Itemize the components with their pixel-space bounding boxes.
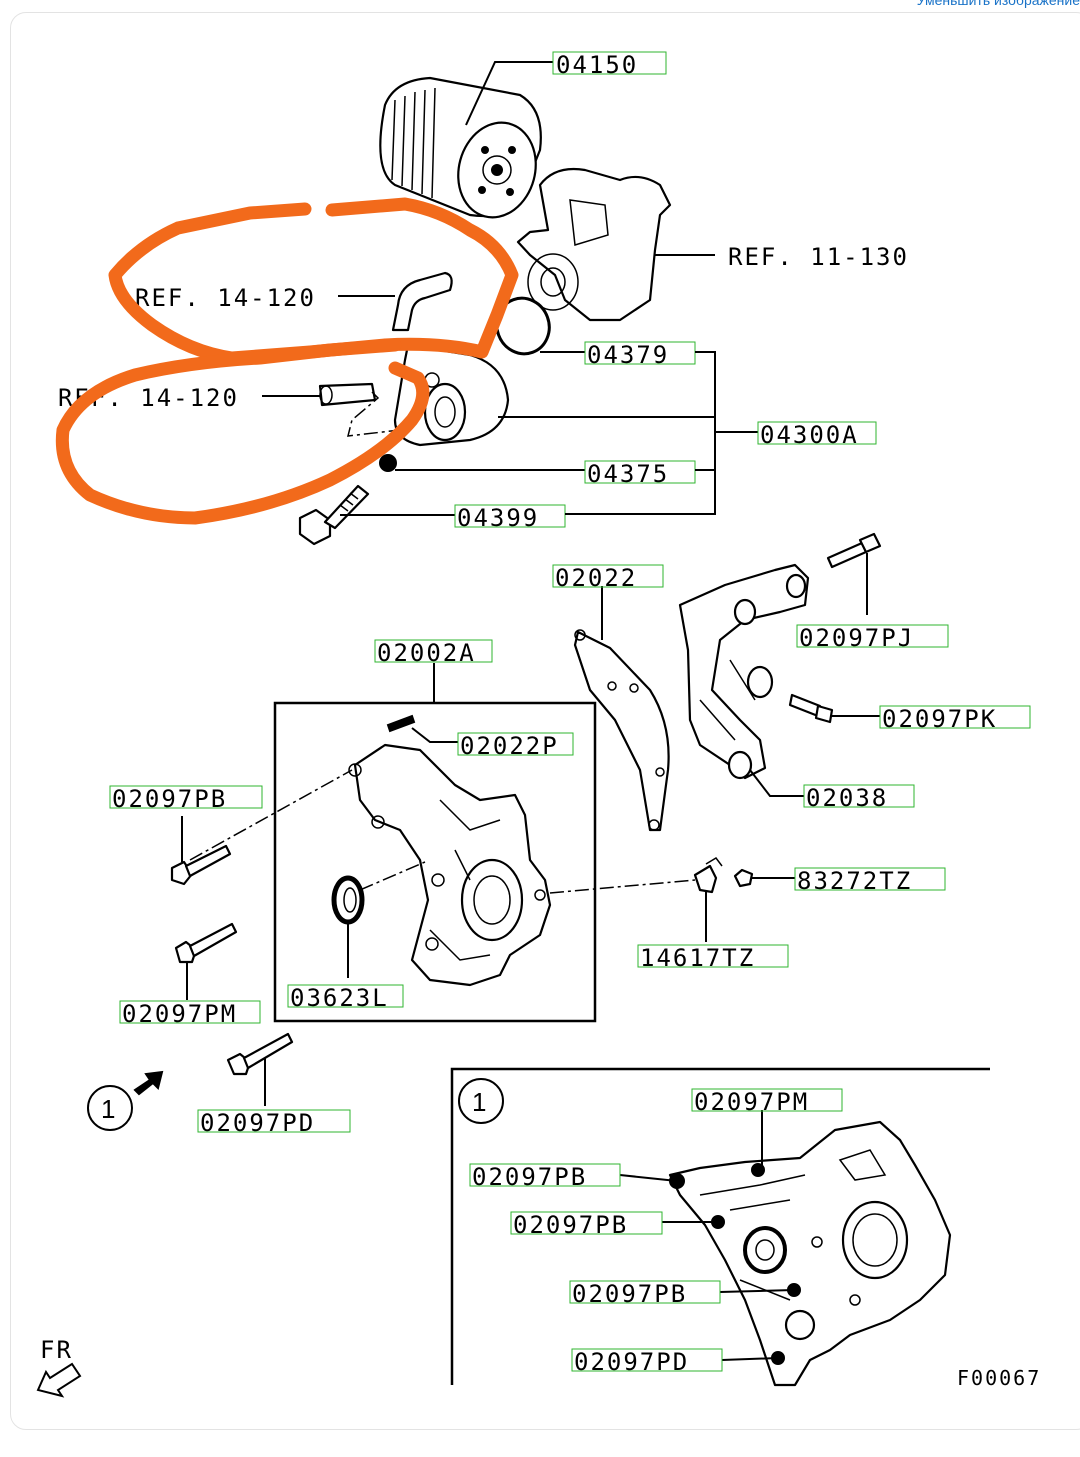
sensor-14617TZ[interactable] <box>693 857 723 894</box>
callout-04150[interactable]: 04150 <box>556 51 638 79</box>
pin-02022P[interactable] <box>386 714 416 733</box>
detail-view-frame <box>450 1067 990 1385</box>
bolt-02097PJ[interactable] <box>826 532 882 569</box>
oil-pump-02002A[interactable] <box>348 743 552 987</box>
callout-04399[interactable]: 04399 <box>457 504 539 532</box>
callout-04375[interactable]: 04375 <box>587 460 669 488</box>
callout-02002A[interactable]: 02002A <box>377 639 476 667</box>
front-direction-indicator: FR <box>36 1336 82 1398</box>
ref-11-130[interactable]: REF. 11-130 <box>728 243 909 271</box>
detail-callout-02097PM[interactable]: 02097PM <box>694 1088 809 1116</box>
callout-14617TZ[interactable]: 14617TZ <box>640 944 755 972</box>
callout-04379[interactable]: 04379 <box>587 341 669 369</box>
bolt-02097PB[interactable] <box>170 844 232 886</box>
bolt-02097PK[interactable] <box>788 693 834 724</box>
callout-03623L[interactable]: 03623L <box>290 984 389 1012</box>
detail-callout-02097PD[interactable]: 02097PD <box>574 1348 689 1376</box>
callout-02097PB[interactable]: 02097PB <box>112 785 227 813</box>
bracket-02038[interactable] <box>678 563 810 780</box>
coolant-hose-upper <box>391 271 453 332</box>
detail-callout-02097PB-3[interactable]: 02097PB <box>572 1280 687 1308</box>
washer-04375[interactable] <box>379 454 397 472</box>
callout-04300A[interactable]: 04300A <box>760 421 859 449</box>
oil-pump-rear-view[interactable] <box>668 1120 952 1387</box>
view-marker-1[interactable]: 1 <box>87 1070 164 1131</box>
detail-callout-02097PB-2[interactable]: 02097PB <box>513 1211 628 1239</box>
callout-02097PK[interactable]: 02097PK <box>882 705 997 733</box>
callout-02097PM[interactable]: 02097PM <box>122 1000 237 1028</box>
callout-83272TZ[interactable]: 83272TZ <box>797 867 912 895</box>
callout-02038[interactable]: 02038 <box>806 784 888 812</box>
plug-83272TZ[interactable] <box>733 868 754 888</box>
oil-filter-bracket[interactable] <box>516 167 672 322</box>
gasket-02022[interactable] <box>573 629 670 832</box>
figure-code: F00067 <box>957 1366 1041 1390</box>
bolt-02097PM[interactable] <box>174 922 238 964</box>
o-ring-04379[interactable] <box>489 291 557 361</box>
orange-annotation-lower <box>55 338 430 525</box>
svg-text:FR: FR <box>40 1336 73 1364</box>
callout-02022[interactable]: 02022 <box>555 564 637 592</box>
svg-text:1: 1 <box>101 1094 115 1124</box>
callout-02097PJ[interactable]: 02097PJ <box>799 624 914 652</box>
shrink-image-link[interactable]: Уменьшить изображение <box>916 0 1080 8</box>
oil-pump-assy-box <box>273 701 597 1023</box>
detail-view-ref-1: 1 <box>458 1078 504 1124</box>
oil-cooler-04300A[interactable] <box>393 343 510 447</box>
bolt-04399[interactable] <box>298 484 370 546</box>
ref-14-120-upper[interactable]: REF. 14-120 <box>135 284 316 312</box>
callout-02022P[interactable]: 02022P <box>460 732 559 760</box>
callout-02097PD[interactable]: 02097PD <box>200 1109 315 1137</box>
coolant-hose-lower <box>318 382 401 437</box>
bolt-02097PD[interactable] <box>226 1032 294 1076</box>
oil-seal-03623L[interactable] <box>331 875 365 925</box>
svg-text:1: 1 <box>472 1087 486 1117</box>
detail-callout-02097PB-1[interactable]: 02097PB <box>472 1163 587 1191</box>
oil-filter-04150[interactable] <box>379 76 546 226</box>
